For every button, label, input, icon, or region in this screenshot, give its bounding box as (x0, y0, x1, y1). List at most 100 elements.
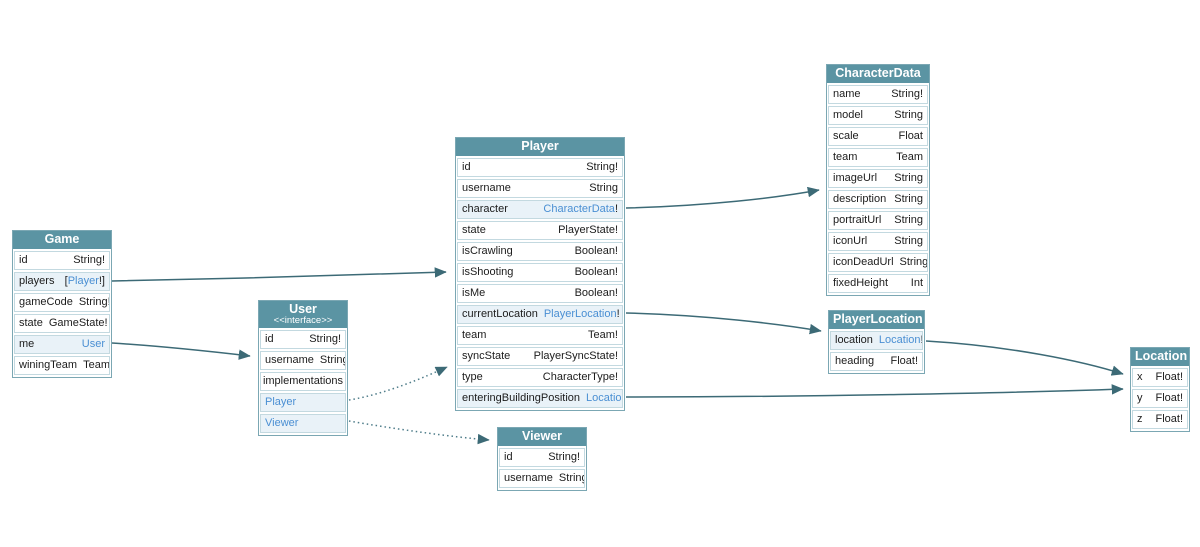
edge-Player.character-to-CharacterData (625, 186, 820, 209)
field-type-link[interactable]: User (81, 338, 105, 350)
field-type-scalar: PlayerSyncState! (533, 350, 618, 362)
type-node-header-user[interactable]: User<<interface>> (259, 301, 347, 328)
field-type: Team (896, 149, 923, 166)
field-type-link[interactable]: Player (67, 275, 99, 287)
field-type-link[interactable]: PlayerLocation (543, 308, 617, 320)
field-type-scalar: Float! (890, 355, 918, 367)
field-type-link[interactable]: CharacterData (543, 203, 615, 215)
type-node-header-playerlocation[interactable]: PlayerLocation (829, 311, 924, 329)
field-row-user-id[interactable]: id String! (260, 330, 346, 349)
field-type: Float! (1155, 369, 1183, 386)
field-type-scalar: String (894, 172, 923, 184)
field-name: iconDeadUrl (833, 256, 894, 268)
implementation-link[interactable]: Player (265, 396, 297, 408)
field-name: me (19, 338, 35, 350)
field-type: String (589, 180, 618, 197)
edge-User.Player-to-Player (348, 366, 448, 401)
field-type-link[interactable]: Location (878, 334, 921, 346)
field-name: type (462, 371, 483, 383)
type-title: Viewer (521, 429, 563, 443)
field-type-scalar: Team (83, 359, 110, 371)
field-type: User (82, 336, 105, 353)
field-type-scalar: String! (73, 254, 105, 266)
field-type: String! (73, 252, 105, 269)
type-node-header-player[interactable]: Player (456, 138, 624, 156)
type-title: PlayerLocation (833, 312, 923, 326)
edge-Player.enteringBuildingPosition-to-Location (625, 384, 1124, 398)
field-name: model (833, 109, 863, 121)
type-node-header-location[interactable]: Location (1131, 348, 1189, 366)
field-name: username (265, 354, 314, 366)
field-row-characterdata-imageurl[interactable]: imageUrl String (828, 169, 928, 188)
field-name: heading (835, 355, 875, 367)
field-type: String (559, 470, 584, 487)
field-name: username (504, 472, 553, 484)
field-row-user-player[interactable]: Player (260, 393, 346, 412)
type-node-header-characterdata[interactable]: CharacterData (827, 65, 929, 83)
field-row-game-me[interactable]: me User (14, 335, 110, 354)
field-type: String (894, 212, 923, 229)
field-name: description (833, 193, 887, 205)
field-name: imageUrl (833, 172, 878, 184)
field-name: portraitUrl (833, 214, 882, 226)
field-row-player-enteringbuildingposition[interactable]: enteringBuildingPositionLocation (457, 389, 623, 408)
field-type: Team! (588, 327, 618, 344)
field-type: Float! (890, 353, 918, 370)
field-row-user-viewer[interactable]: Viewer (260, 414, 346, 433)
field-type-scalar: GameState! (48, 317, 108, 329)
field-type: String! (309, 331, 341, 348)
field-name: scale (833, 130, 859, 142)
field-row-characterdata-portraiturl[interactable]: portraitUrl String (828, 211, 928, 230)
field-type: Team (83, 357, 110, 374)
field-row-game-players[interactable]: players[Player!] (14, 272, 110, 291)
field-type-scalar: String! (78, 296, 110, 308)
field-row-viewer-username[interactable]: username String (499, 469, 585, 488)
field-type-scalar: String! (309, 333, 341, 345)
field-type: String (894, 191, 923, 208)
field-name: id (265, 333, 274, 345)
type-node-header-viewer[interactable]: Viewer (498, 428, 586, 446)
field-name: currentLocation (462, 308, 538, 320)
field-type: Float! (1155, 411, 1183, 428)
implementation-link[interactable]: Viewer (265, 417, 299, 429)
field-name: fixedHeight (833, 277, 889, 289)
field-type: String! (586, 159, 618, 176)
field-row-playerlocation-heading[interactable]: heading Float! (830, 352, 923, 371)
field-type-link[interactable]: Location (586, 392, 622, 404)
field-name: character (462, 203, 508, 215)
field-row-user-implementations[interactable]: implementations (260, 372, 346, 391)
type-node-header-game[interactable]: Game (13, 231, 111, 249)
field-row-characterdata-description[interactable]: description String (828, 190, 928, 209)
